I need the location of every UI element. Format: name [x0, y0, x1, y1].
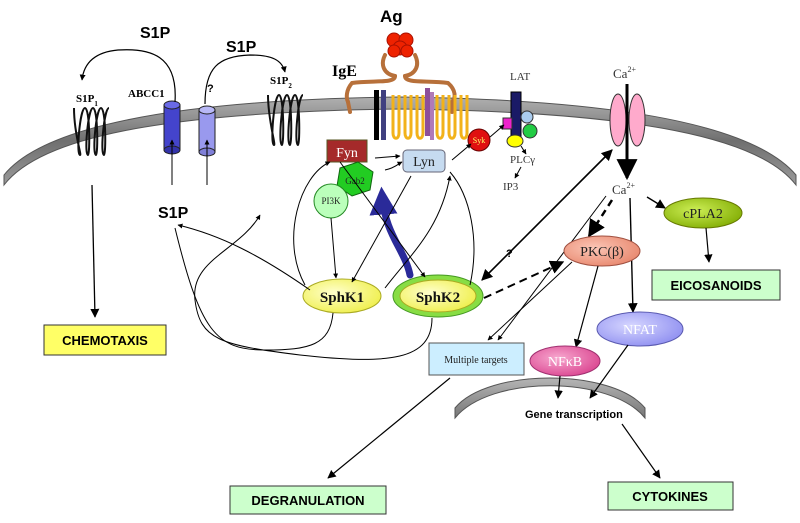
fceri-receptor	[374, 88, 469, 140]
sphk2-kinase	[399, 279, 477, 313]
cpla2-enzyme	[663, 197, 743, 229]
gab2-label: Gab2	[345, 176, 365, 186]
fyn-kinase	[326, 139, 368, 163]
lat-adaptor	[502, 91, 538, 148]
degranulation-box	[229, 485, 387, 515]
unknown-transporter-question: ?	[207, 83, 214, 95]
eicosanoids-label: EICOSANOIDS	[670, 278, 761, 293]
sphk2-calcium-arrow	[481, 149, 613, 281]
nfat-gene-arrow	[589, 344, 629, 399]
plc-ip3-arrow	[514, 166, 522, 179]
sphk1-label: SphK1	[320, 290, 364, 306]
pi3k-label: PI3K	[321, 196, 341, 206]
nfkb-factor	[529, 345, 601, 377]
s1pr1-receptor	[73, 106, 110, 157]
cpla2-label: cPLA2	[683, 207, 723, 222]
ca-pkc-dashed-arrow	[587, 199, 614, 238]
syk-kinase	[467, 128, 491, 152]
chemotaxis-box	[43, 324, 167, 356]
lyn-kinase	[402, 149, 446, 173]
ca-cpla2-arrow	[646, 196, 666, 209]
nfat-label: NFAT	[623, 323, 657, 338]
multiple-targets-box	[428, 342, 525, 376]
pkc-label: PKC(β)	[580, 245, 624, 260]
nfkb-label: NFκB	[548, 355, 582, 370]
s1pr1-label: S1P1	[76, 93, 98, 108]
pkc-nfkb-arrow	[573, 265, 599, 348]
lat-plc-arrow	[520, 145, 527, 155]
pkc-kinase	[563, 235, 641, 267]
sphk1-kinase	[302, 278, 382, 314]
ip3-label: IP3	[503, 181, 519, 193]
fyn-label: Fyn	[336, 146, 358, 161]
ca-extracellular-label: Ca2+	[613, 65, 636, 81]
syk-lat-arrow	[489, 124, 505, 138]
calcium-channel	[609, 93, 646, 147]
abcc1-label: ABCC1	[128, 88, 165, 100]
cpla2-eicosanoids-arrow	[704, 227, 713, 263]
nfat-factor	[596, 311, 684, 347]
chemotaxis-label: CHEMOTAXIS	[62, 333, 148, 348]
gene-transcription-label: Gene transcription	[525, 409, 623, 421]
pkc-question-label: ?	[506, 248, 513, 260]
nfkb-gene-arrow	[554, 375, 563, 399]
ca-multiple-targets-arrow	[497, 195, 607, 341]
s1p-extracellular-right: S1P	[226, 39, 257, 56]
lyn-label: Lyn	[413, 155, 435, 170]
s1p-intracellular: S1P	[158, 205, 189, 222]
ag-label: Ag	[380, 7, 403, 26]
antigen	[386, 32, 414, 58]
eicosanoids-box	[651, 269, 781, 301]
kinase-interaction-arrows	[293, 143, 475, 289]
sphk2-pkc-dashed-arrow	[483, 260, 565, 299]
pkc-multiple-targets-arrow	[487, 261, 573, 341]
s1pr2-label: S1P2	[270, 75, 292, 90]
targets-degranulation-arrow	[327, 377, 451, 479]
ca-cytosol-label: Ca2+	[612, 181, 635, 197]
sphk2-label: SphK2	[416, 290, 460, 306]
lat-label: LAT	[510, 71, 530, 83]
degranulation-label: DEGRANULATION	[251, 493, 364, 508]
multiple-targets-label: Multiple targets	[444, 355, 508, 366]
gene-cytokines-arrow	[621, 423, 661, 479]
ige-label: IgE	[332, 63, 357, 80]
s1pr2-receptor	[267, 93, 304, 147]
s1p-efflux-arrow-left	[79, 49, 176, 103]
sphk1-s1p-arrow	[177, 223, 311, 291]
s1p-efflux-arrow-right	[204, 54, 287, 105]
plc-label: PLCγ	[510, 154, 535, 166]
cytokines-label: CYTOKINES	[632, 489, 708, 504]
s1p-extracellular-left: S1P	[140, 25, 171, 42]
sphk1-fyn-translocation-arrow	[369, 186, 414, 279]
sphk1-multiple-targets-line	[174, 227, 334, 351]
syk-label: Syk	[473, 136, 485, 145]
cytokines-box	[607, 481, 734, 511]
chemotaxis-arrow	[90, 184, 100, 318]
